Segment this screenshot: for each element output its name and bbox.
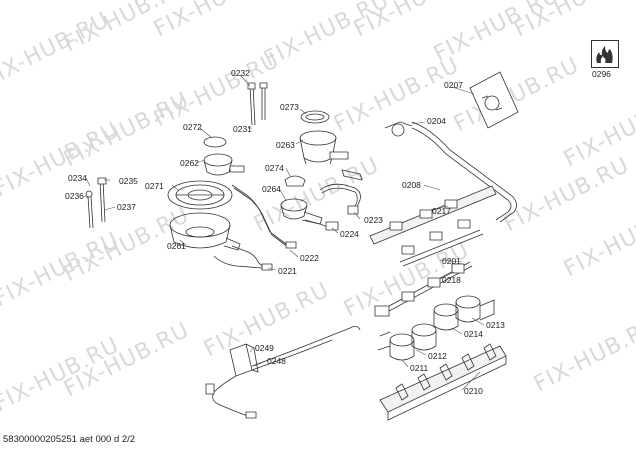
part-label-0223: 0223 xyxy=(364,215,383,225)
pipe-0222 xyxy=(232,185,296,248)
burner-cup-0263 xyxy=(300,111,348,164)
part-label-0249: 0249 xyxy=(255,343,274,353)
gas-tap-0213 xyxy=(434,296,494,330)
symbol-label: 0296 xyxy=(592,69,611,79)
part-label-0237: 0237 xyxy=(117,202,136,212)
part-label-0231: 0231 xyxy=(233,124,252,134)
part-label-0272: 0272 xyxy=(183,122,202,132)
electrode-0237 xyxy=(86,191,93,228)
tap-support-0210 xyxy=(380,344,506,420)
part-label-0207: 0207 xyxy=(444,80,463,90)
part-label-0214: 0214 xyxy=(464,329,483,339)
part-label-0222: 0222 xyxy=(300,253,319,263)
part-label-0213: 0213 xyxy=(486,320,505,330)
part-label-0217: 0217 xyxy=(432,206,451,216)
burner-ring-0271 xyxy=(168,181,232,209)
gas-pipe-0204 xyxy=(385,122,517,222)
part-label-0248: 0248 xyxy=(267,356,286,366)
pipe-0221 xyxy=(214,246,272,270)
manifold-rail-0208 xyxy=(370,186,496,266)
pipe-0224 xyxy=(305,220,338,230)
part-label-0208: 0208 xyxy=(402,180,421,190)
burner-0264 xyxy=(281,176,322,224)
part-label-0232: 0232 xyxy=(231,68,250,78)
burner-housing-0261 xyxy=(170,213,240,250)
part-label-0262: 0262 xyxy=(180,158,199,168)
ignition-module-0249 xyxy=(230,344,258,376)
gas-flame-icon xyxy=(591,40,619,68)
part-label-0234: 0234 xyxy=(68,173,87,183)
part-label-0263: 0263 xyxy=(276,140,295,150)
part-label-0236: 0236 xyxy=(65,191,84,201)
part-label-0271: 0271 xyxy=(145,181,164,191)
part-label-0235: 0235 xyxy=(119,176,138,186)
part-label-0221: 0221 xyxy=(278,266,297,276)
part-label-0212: 0212 xyxy=(428,351,447,361)
part-label-0210: 0210 xyxy=(464,386,483,396)
part-label-0274: 0274 xyxy=(265,163,284,173)
document-code: 58300000205251 aet 000 d 2/2 xyxy=(3,434,136,445)
ignition-rail-0201 xyxy=(375,262,472,316)
part-label-0273: 0273 xyxy=(280,102,299,112)
wiring-harness-0248 xyxy=(206,326,360,418)
valve-0207 xyxy=(470,72,518,128)
leader-lines xyxy=(84,75,484,390)
part-label-0204: 0204 xyxy=(427,116,446,126)
electrode-0235 xyxy=(98,178,106,222)
part-label-0261: 0261 xyxy=(167,241,186,251)
part-label-0224: 0224 xyxy=(340,229,359,239)
part-label-0211: 0211 xyxy=(410,363,429,373)
part-label-0264: 0264 xyxy=(262,184,281,194)
part-label-0218: 0218 xyxy=(442,275,461,285)
pipe-0223 xyxy=(320,170,362,214)
burner-0262 xyxy=(204,137,244,175)
part-label-0201: 0201 xyxy=(442,256,461,266)
thermocouple-0232 xyxy=(248,83,267,125)
